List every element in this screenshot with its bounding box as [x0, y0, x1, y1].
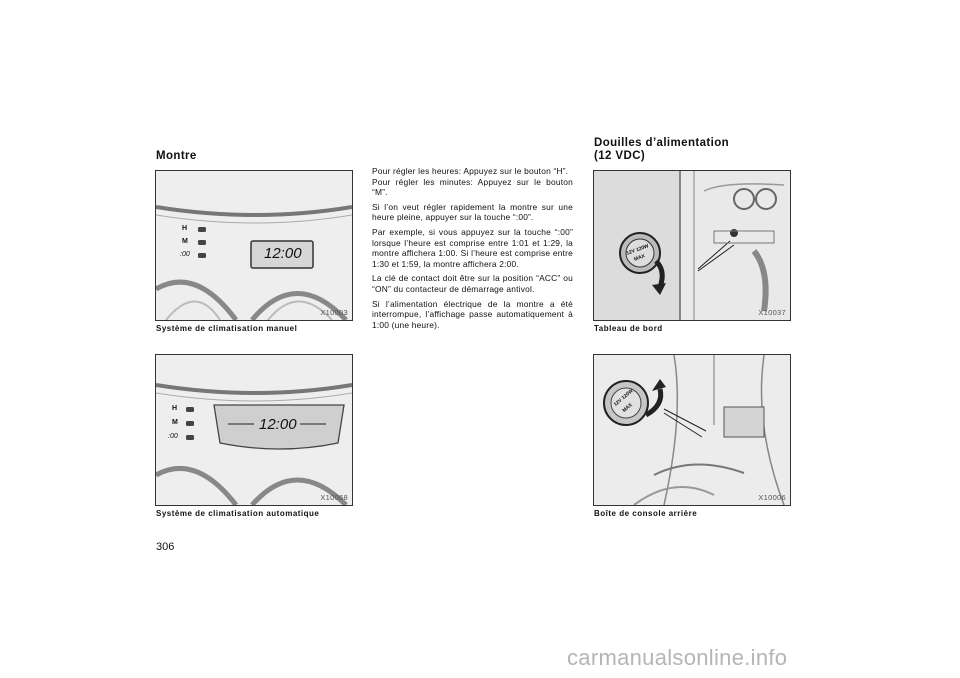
body-text: Pour régler les heures: Appuyez sur le b…: [372, 166, 573, 334]
figure-dashboard-outlet: 12V 120W MAX X10037: [593, 170, 791, 321]
heading-line: Douilles d’alimentation: [594, 137, 730, 149]
figure-caption: Système de climatisation automatique: [156, 509, 320, 518]
figure-manual-clock: H M :00 12:00 X10003: [155, 170, 353, 321]
zero-button-label: :00: [168, 433, 178, 440]
clock-display: 12:00: [264, 245, 302, 262]
page-number: 306: [156, 541, 175, 553]
heading-line: (12 VDC): [594, 150, 646, 162]
paragraph: Pour régler les heures: Appuyez sur le b…: [372, 166, 569, 176]
paragraph: Par exemple, si vous appuyez sur la touc…: [372, 226, 573, 269]
figure-code: X10003: [320, 308, 348, 317]
figure-caption: Système de climatisation manuel: [156, 324, 298, 333]
figure-caption: Boîte de console arrière: [594, 509, 698, 518]
figure-automatic-clock: H M :00 12:00 X10068: [155, 354, 353, 506]
m-button-label: M: [172, 419, 178, 426]
h-button-label: H: [172, 405, 178, 412]
section-heading-power-outlets: Douilles d’alimentation (12 VDC): [594, 137, 729, 163]
paragraph: Si l’on veut régler rapidement la montre…: [372, 201, 573, 223]
zero-button-label: :00: [180, 251, 190, 258]
figure-console-outlet: 12V 120W MAX X10006: [593, 354, 791, 506]
watermark: carmanualsonline.info: [567, 645, 788, 670]
clock-display: 12:00: [259, 416, 297, 433]
figure-code: X10006: [758, 493, 786, 502]
section-heading-montre: Montre: [156, 150, 197, 162]
figure-code: X10037: [758, 308, 786, 317]
m-button-label: M: [182, 238, 188, 245]
paragraph: Si l’alimentation électrique de la montr…: [372, 298, 573, 330]
paragraph: Pour régler les minutes: Appuyez sur le …: [372, 176, 573, 198]
figure-caption: Tableau de bord: [594, 324, 663, 333]
h-button-label: H: [182, 225, 188, 232]
paragraph: La clé de contact doit être sur la posit…: [372, 273, 573, 294]
figure-code: X10068: [320, 493, 348, 502]
